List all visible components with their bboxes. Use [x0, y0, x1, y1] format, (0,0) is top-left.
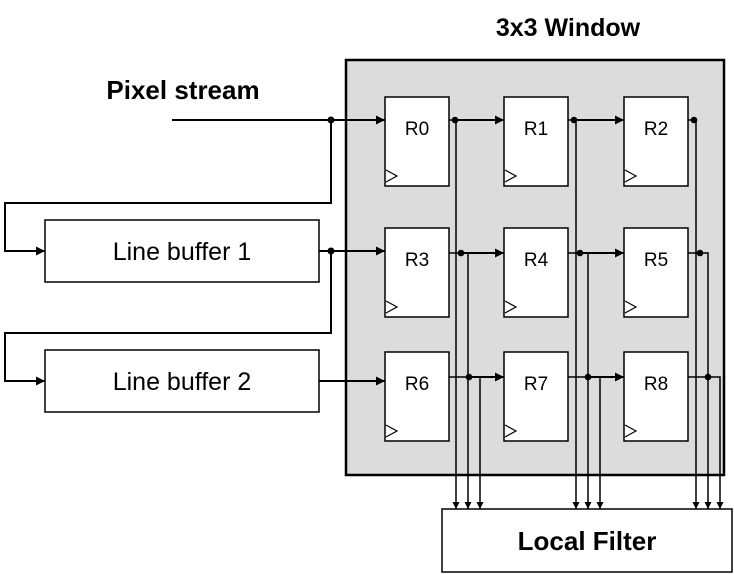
register-r6-label: R6: [405, 374, 429, 395]
register-r6: [384, 351, 450, 442]
tap-dot: [457, 249, 465, 257]
local-filter-box: [441, 508, 733, 573]
register-r2-label: R2: [644, 119, 668, 140]
tap-dot: [696, 249, 704, 257]
register-r0: [384, 96, 450, 187]
feed-to-line-buffer-2: [4, 251, 332, 386]
line-buffer-2: [44, 349, 320, 413]
clock-icon: [504, 300, 518, 314]
tap-dot: [465, 373, 473, 381]
clock-icon: [624, 300, 638, 314]
clock-icon: [385, 169, 399, 183]
clock-icon: [624, 169, 638, 183]
register-r8-label: R8: [644, 374, 668, 395]
register-r7-label: R7: [524, 374, 548, 395]
register-r4-label: R4: [524, 250, 549, 271]
register-r2: [623, 96, 689, 187]
register-r7: [503, 351, 569, 442]
register-r3: [384, 227, 450, 318]
clock-icon: [504, 424, 518, 438]
register-r1-label: R1: [524, 119, 548, 140]
tap-dot: [690, 116, 698, 124]
register-r1: [503, 96, 569, 187]
clock-icon: [504, 169, 518, 183]
feed-to-line-buffer-1: [4, 120, 332, 256]
tap-dot: [704, 373, 712, 381]
register-r4: [503, 227, 569, 318]
local-filter-label: Local Filter: [518, 526, 657, 556]
junction-dot: [327, 116, 335, 124]
tap-dot: [570, 116, 578, 124]
filter-input-arrow: [708, 376, 724, 509]
register-r5-label: R5: [644, 250, 668, 271]
register-r0-label: R0: [405, 119, 429, 140]
clock-icon: [385, 424, 399, 438]
pixel-stream-label: Pixel stream: [106, 75, 259, 105]
register-r8: [623, 351, 689, 442]
tap-dot: [576, 249, 584, 257]
clock-icon: [624, 424, 638, 438]
clock-icon: [385, 300, 399, 314]
line-buffer-1: [44, 219, 320, 283]
line-buffer-2-label: Line buffer 2: [113, 368, 252, 396]
register-r5: [623, 227, 689, 318]
junction-dot: [327, 247, 335, 255]
input-wiring: [4, 115, 385, 386]
tap-dot: [451, 116, 459, 124]
window-title: 3x3 Window: [496, 14, 641, 42]
tap-dot: [584, 373, 592, 381]
line-buffer-1-label: Line buffer 1: [113, 238, 252, 266]
register-r3-label: R3: [405, 250, 429, 271]
